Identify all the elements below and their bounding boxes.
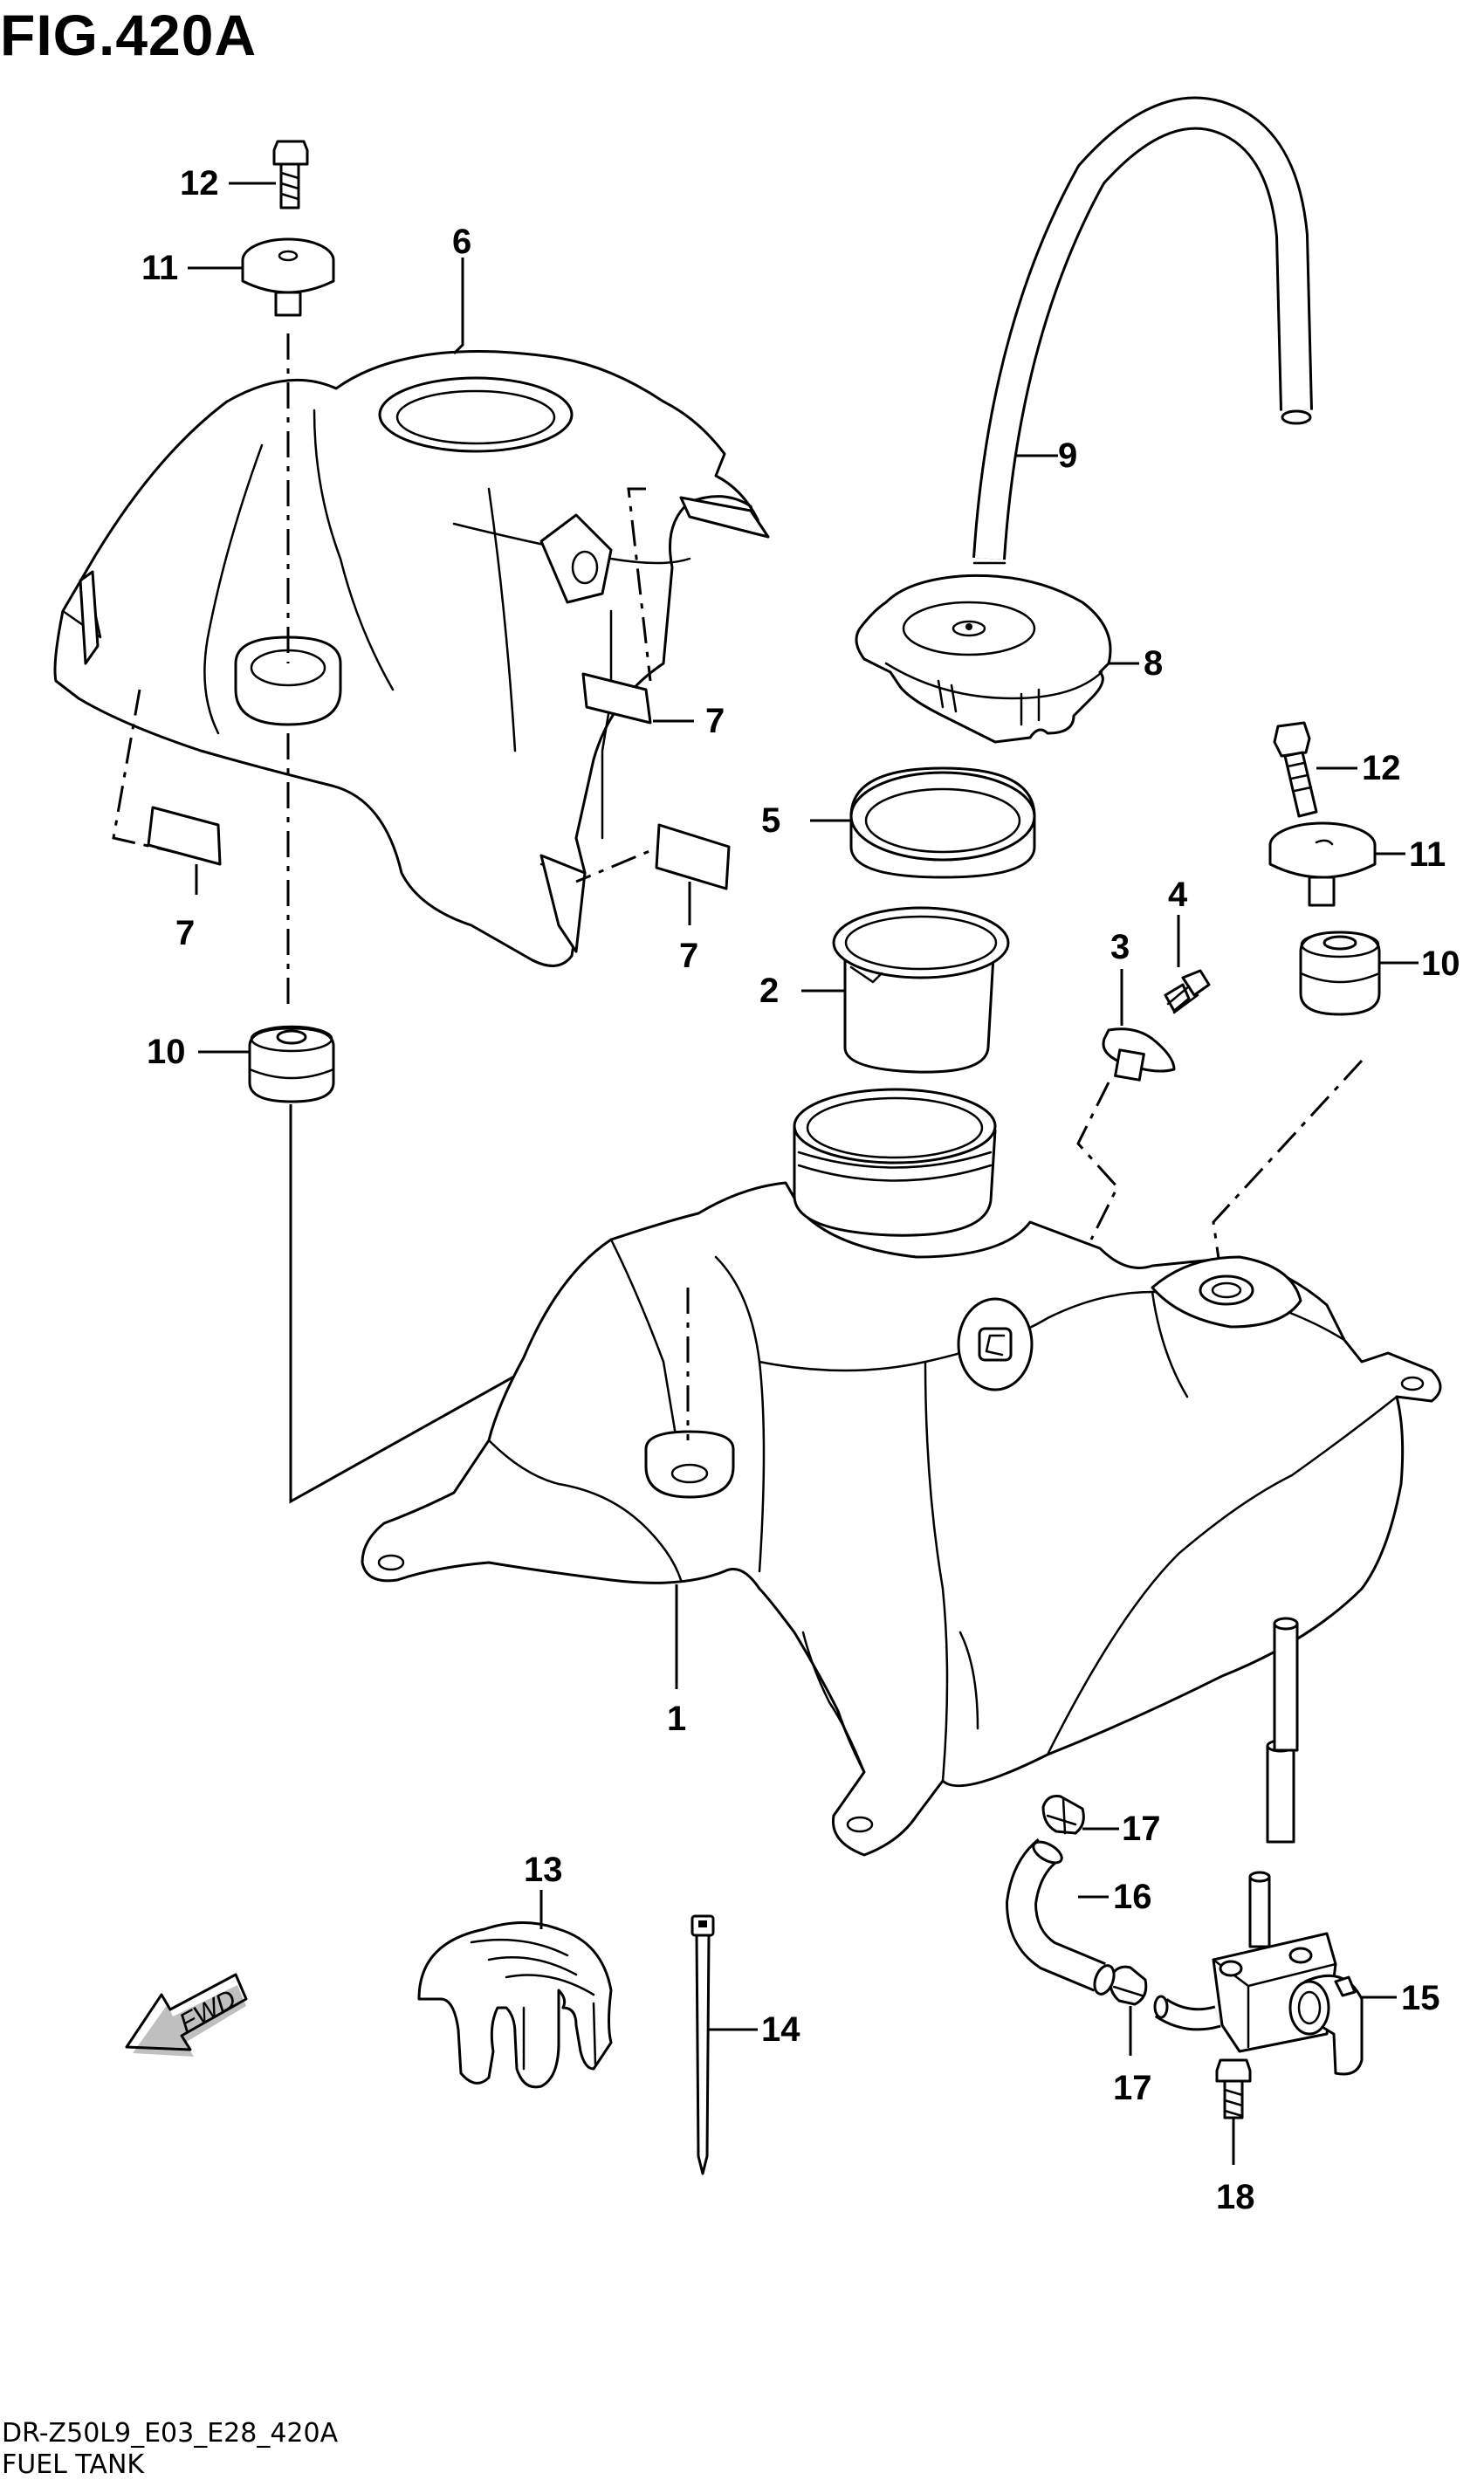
callout-13: 13	[524, 1851, 563, 1889]
callout-10-right: 10	[1421, 945, 1460, 983]
forward-direction-arrow-icon: FWD	[125, 1973, 248, 2057]
fuel-tank-cover-part-6	[53, 350, 770, 967]
fuel-tank-part-1	[361, 1088, 1442, 1857]
damper-part-3	[1102, 1027, 1176, 1082]
rubber-cushion-part-11-left	[241, 237, 335, 317]
callout-15: 15	[1401, 1979, 1440, 2017]
bolt-part-12-left	[272, 140, 309, 210]
strainer-part-2	[832, 906, 1010, 1074]
callout-17-upper: 17	[1122, 1810, 1161, 1848]
callout-6: 6	[452, 223, 471, 261]
callout-1: 1	[667, 1700, 686, 1738]
callout-3: 3	[1110, 928, 1130, 966]
screw-part-18	[1215, 2058, 1252, 2119]
callout-leaders	[188, 182, 1419, 2165]
callout-16: 16	[1113, 1878, 1152, 1916]
cushion-part-10-right	[1299, 931, 1381, 1016]
cable-tie-part-14	[690, 1914, 715, 2175]
callout-8: 8	[1144, 644, 1163, 683]
callout-7-right: 7	[679, 937, 698, 975]
callout-11-right: 11	[1409, 835, 1446, 874]
gasket-part-5	[849, 766, 1036, 879]
cushion-part-10-left	[248, 1025, 335, 1103]
figure-title: FIG.420A	[0, 3, 258, 67]
callout-5: 5	[761, 801, 780, 840]
fuel-valve-part-15	[1153, 1617, 1364, 2076]
callout-2: 2	[759, 972, 779, 1010]
clip-part-17-upper	[1041, 1795, 1085, 1835]
alignment-line	[1212, 1059, 1364, 1284]
callout-numbers: 12 11 6 9 8 7 7 7 12 11 5 2 3 4 10 10 1 …	[141, 164, 1460, 2216]
callout-4: 4	[1168, 876, 1188, 914]
figure-name: FUEL TANK	[2, 2449, 145, 2480]
breather-hose-part-9	[972, 96, 1313, 565]
fuel-cap-part-8	[855, 574, 1112, 744]
figure-code: DR-Z50L9_E03_E28_420A	[2, 2418, 339, 2449]
rubber-cushion-part-11-right	[1268, 821, 1377, 907]
clip-part-17-lower	[1109, 1965, 1148, 2006]
fuel-hose-part-16	[1005, 1838, 1116, 1996]
callout-12-right: 12	[1362, 749, 1401, 787]
alignment-line	[627, 487, 652, 682]
callout-18: 18	[1216, 2178, 1255, 2216]
bolt-part-12-right	[1273, 721, 1318, 818]
alignment-line	[1076, 1082, 1119, 1240]
tank-damper-rubber-part-13	[417, 1921, 613, 2089]
callout-14: 14	[761, 2010, 800, 2049]
callout-11-left: 11	[141, 249, 178, 287]
callout-12-left: 12	[180, 164, 219, 203]
callout-7-left: 7	[175, 914, 195, 952]
screw-part-4	[1164, 969, 1211, 1014]
callout-9: 9	[1058, 436, 1077, 475]
callout-17-lower: 17	[1113, 2069, 1152, 2107]
callout-7-upper: 7	[705, 702, 725, 740]
callout-10-left: 10	[147, 1033, 186, 1071]
pad-part-7	[147, 672, 731, 890]
